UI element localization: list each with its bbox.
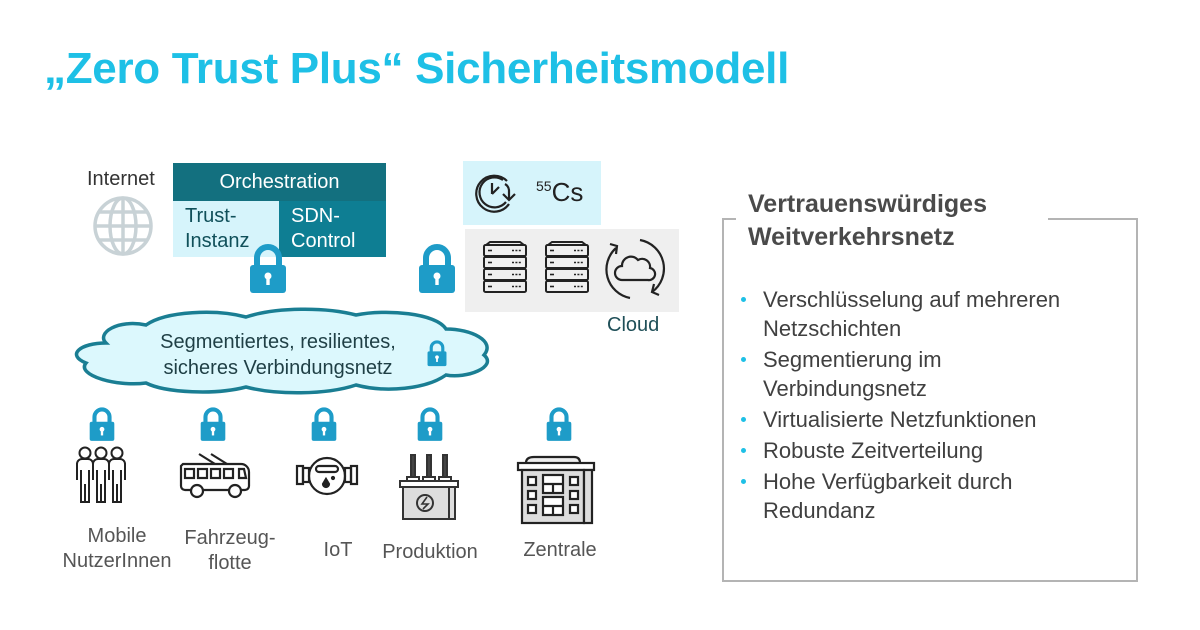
network-cloud-shape xyxy=(66,305,494,397)
panel-title-background xyxy=(736,186,1048,258)
device-label-line1: IoT xyxy=(323,539,353,561)
internet-label: Internet xyxy=(87,168,155,190)
lock-icon xyxy=(311,407,337,442)
lock-icon xyxy=(249,244,287,294)
network-description: Segmentiertes, resilientes, sicheres Ver… xyxy=(118,329,438,381)
cesium-mass-number: 55 xyxy=(536,178,552,194)
feature-text: Robuste Zeitverteilung xyxy=(763,438,984,463)
sdn-control-line2: Control xyxy=(291,230,356,252)
orchestration-block: Orchestration xyxy=(173,163,386,201)
device-label-production: Produktion xyxy=(370,540,490,565)
feature-item: Robuste Zeitverteilung xyxy=(740,436,1130,465)
cesium-symbol: Cs xyxy=(551,177,584,207)
device-label-iot: IoT xyxy=(298,538,378,563)
bullet-icon xyxy=(741,297,746,302)
clock-sync-icon xyxy=(473,172,519,216)
feature-text: Verschlüsselung auf mehreren xyxy=(763,287,1061,312)
feature-item: Virtualisierte Netzfunktionen xyxy=(740,405,1130,434)
slide-title: „Zero Trust Plus“ Sicherheitsmodell xyxy=(44,44,790,93)
feature-text: Hohe Verfügbarkeit durch xyxy=(763,469,1013,494)
lock-icon xyxy=(200,407,226,442)
orchestration-label: Orchestration xyxy=(219,170,340,193)
device-label-line2: NutzerInnen xyxy=(62,550,172,572)
server-rack-icon xyxy=(482,241,528,295)
bullet-icon xyxy=(741,479,746,484)
bullet-icon xyxy=(741,448,746,453)
device-label-line2: flotte xyxy=(208,552,252,574)
office-building-icon xyxy=(516,453,596,525)
server-rack-icon xyxy=(544,241,590,295)
time-source-box: 55Cs xyxy=(463,161,601,225)
feature-text: Redundanz xyxy=(763,498,876,523)
cloud-datacenter-box xyxy=(465,229,679,312)
device-label-line1: Fahrzeug- xyxy=(184,527,276,549)
panel-title-line2: Weitverkehrsnetz xyxy=(748,223,955,251)
bullet-icon xyxy=(741,357,746,362)
cesium-label: 55Cs xyxy=(536,177,583,208)
cloud-sync-icon xyxy=(602,234,668,304)
trust-instance-block: Trust- Instanz xyxy=(173,201,279,257)
feature-text: Verbindungsnetz xyxy=(763,376,927,401)
feature-text: Virtualisierte Netzfunktionen xyxy=(763,407,1037,432)
feature-text: Segmentierung im xyxy=(763,347,942,372)
network-line2: sicheres Verbindungsnetz xyxy=(163,357,393,379)
transformer-icon xyxy=(397,451,461,521)
cloud-label: Cloud xyxy=(607,314,660,336)
feature-item: Segmentierung im Verbindungsnetz xyxy=(740,345,1130,403)
trolleybus-icon xyxy=(179,452,255,500)
device-label-line1: Produktion xyxy=(382,541,478,563)
lock-icon xyxy=(417,407,443,442)
users-icon xyxy=(74,446,128,504)
device-label-headquarters: Zentrale xyxy=(505,538,615,563)
lock-icon xyxy=(418,244,456,294)
lock-icon xyxy=(89,407,115,442)
trust-instance-line2: Instanz xyxy=(185,230,250,252)
device-label-line1: Zentrale xyxy=(523,539,597,561)
lock-icon xyxy=(546,407,572,442)
panel-title: Vertrauenswürdiges Weitverkehrsnetz xyxy=(748,188,987,254)
trust-instance-line1: Trust- xyxy=(185,205,237,227)
panel-title-line1: Vertrauenswürdiges xyxy=(748,190,987,218)
device-label-fleet: Fahrzeug- flotte xyxy=(170,526,290,576)
device-label-line1: Mobile xyxy=(87,525,147,547)
lock-icon xyxy=(427,340,447,367)
bullet-icon xyxy=(741,417,746,422)
sdn-control-line1: SDN- xyxy=(291,205,340,227)
network-line1: Segmentiertes, resilientes, xyxy=(160,331,396,353)
feature-text: Netzschichten xyxy=(763,316,902,341)
globe-icon xyxy=(92,195,154,257)
water-meter-icon xyxy=(295,454,359,498)
sdn-control-block: SDN- Control xyxy=(279,201,386,257)
device-label-mobile-users: Mobile NutzerInnen xyxy=(52,524,182,574)
